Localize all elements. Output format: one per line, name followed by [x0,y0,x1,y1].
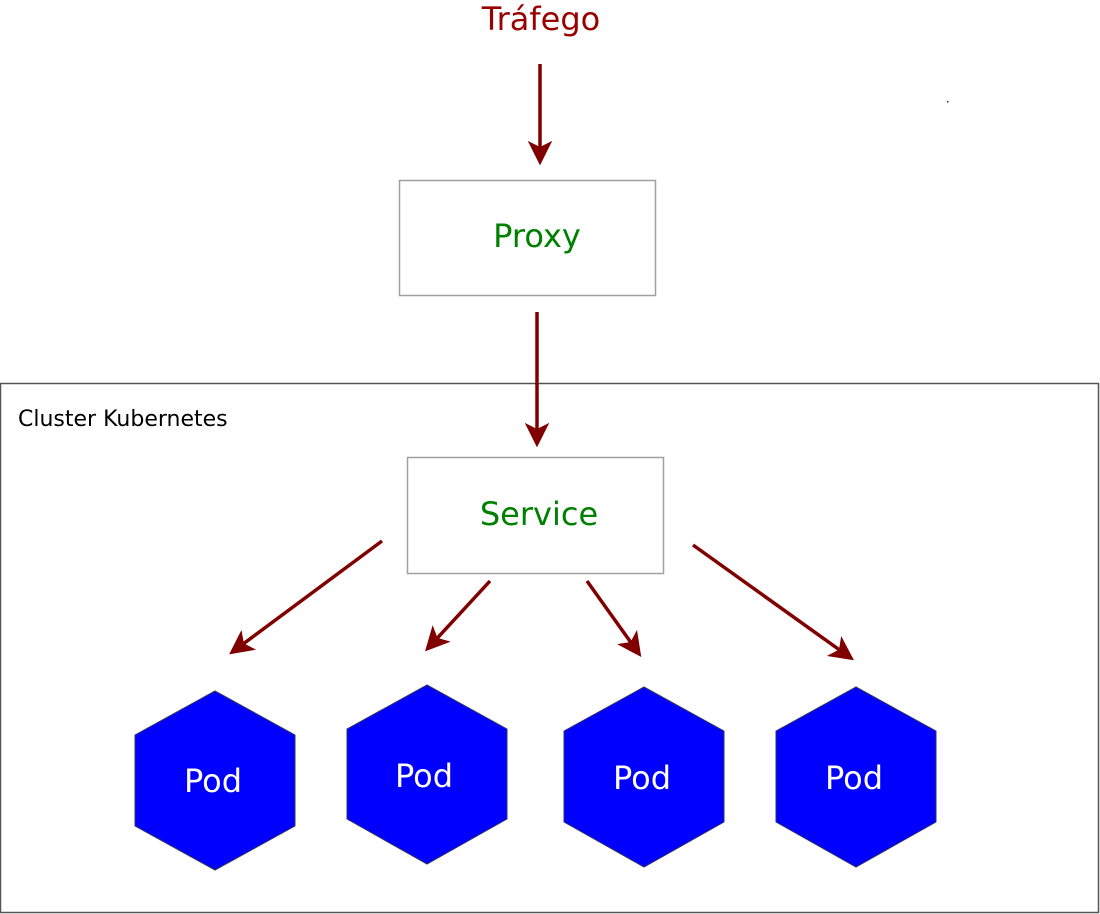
stray-dot [947,101,949,103]
pod-label: Pod [395,757,453,795]
pod-3: Pod [563,686,725,868]
pod-2: Pod [346,684,508,865]
pod-hexagon-icon [775,686,937,868]
traffic-label: Tráfego [481,0,600,38]
cluster-label: Cluster Kubernetes [18,407,228,432]
pod-4: Pod [775,686,937,868]
arrow-service-to-pod-4 [691,543,854,661]
pod-label: Pod [613,759,671,797]
proxy-node: Proxy [398,179,657,297]
arrow-service-to-pod-1 [229,539,384,655]
proxy-label: Proxy [493,217,581,255]
pod-label: Pod [825,759,883,797]
service-node: Service [406,456,665,575]
pod-hexagon-icon [134,690,296,871]
pod-label: Pod [184,762,242,800]
arrow-service-to-pod-2 [425,579,492,652]
pod-1: Pod [134,690,296,871]
arrow-service-to-pod-3 [585,579,642,657]
proxy-box [398,179,657,297]
service-label: Service [480,495,598,533]
pod-hexagon-icon [346,684,508,865]
pod-hexagon-icon [563,686,725,868]
service-box [406,456,665,575]
